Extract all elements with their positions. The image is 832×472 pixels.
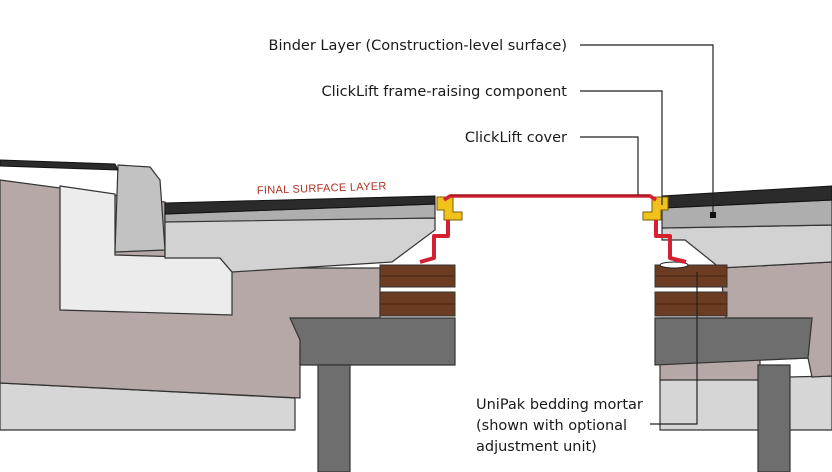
chamber-cap-left	[289, 317, 456, 366]
chamber-wall-right	[757, 364, 791, 472]
lower-grey-band-right	[659, 375, 832, 431]
leader-cover	[580, 136, 639, 195]
leader-frame-component	[580, 90, 663, 205]
label-mortar-line1: UniPak bedding mortar	[476, 397, 643, 413]
label-mortar-line2: (shown with optional	[476, 418, 627, 434]
leader-binder-layer-end	[710, 212, 716, 218]
chamber-wall-left	[317, 364, 351, 472]
frame-raising-component-left	[436, 196, 463, 221]
leader-binder-layer	[580, 44, 714, 215]
top-left-surface	[0, 159, 119, 171]
surface-layer-left	[164, 195, 436, 215]
clicklift-cover	[443, 194, 657, 202]
kerb-stone	[114, 164, 166, 253]
label-binder-layer: Binder Layer (Construction-level surface…	[269, 38, 567, 54]
label-final-surface: FINAL SURFACE LAYER	[257, 180, 387, 197]
subbase-layer-right	[661, 224, 832, 269]
adjustment-unit	[659, 261, 689, 269]
label-frame-component: ClickLift frame-raising component	[321, 84, 567, 100]
label-cover: ClickLift cover	[465, 130, 567, 146]
frame-left	[419, 220, 450, 264]
label-mortar-line3: adjustment unit)	[476, 439, 597, 455]
subbase-layer-left	[164, 217, 436, 273]
leader-mortar	[650, 272, 698, 425]
frame-right	[654, 220, 687, 264]
chamber-cap-right	[654, 317, 813, 366]
